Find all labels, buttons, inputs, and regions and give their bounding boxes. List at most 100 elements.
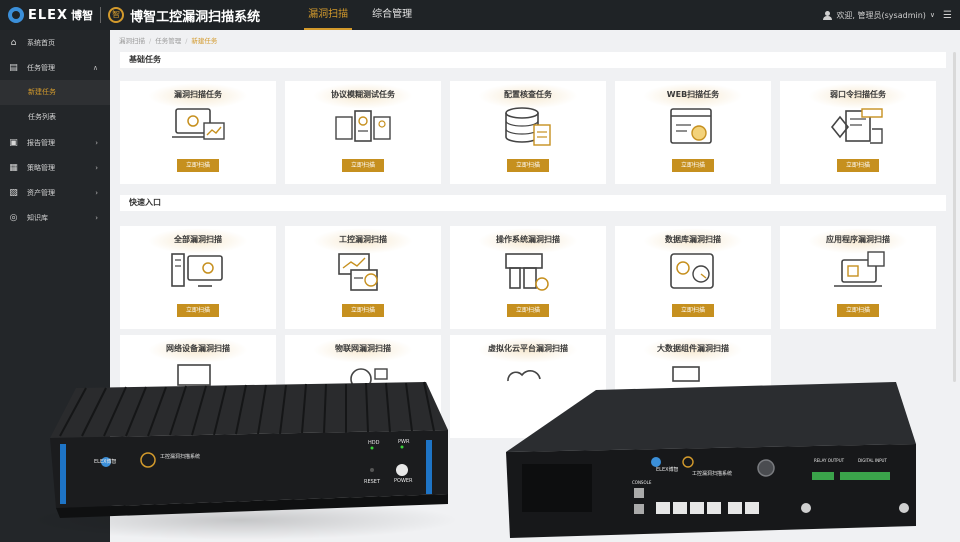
device-right-digital: DIGITAL INPUT bbox=[858, 458, 887, 463]
card-weak-password-task: 弱口令扫描任务 立即扫描 bbox=[780, 81, 936, 184]
bigdata-vuln-icon bbox=[672, 366, 700, 382]
card-title: 数据库漏洞扫描 bbox=[665, 235, 721, 244]
scanner-appliance-right bbox=[506, 382, 916, 538]
logo-text: ELEX bbox=[28, 7, 69, 23]
breadcrumb-separator: / bbox=[149, 37, 152, 45]
home-icon: ⌂ bbox=[10, 37, 17, 48]
sidebar-item-home[interactable]: ⌂ 系统首页 bbox=[0, 30, 110, 55]
policy-icon: ▦ bbox=[9, 162, 18, 173]
card-app-vuln-scan: 应用程序漏洞扫描 立即扫描 bbox=[780, 226, 936, 329]
nav-vuln-scan[interactable]: 漏洞扫描 bbox=[304, 0, 353, 30]
card-glow bbox=[478, 337, 578, 363]
network-device-icon bbox=[177, 364, 211, 386]
card-glow bbox=[148, 228, 248, 254]
scan-now-button[interactable]: 立即扫描 bbox=[177, 159, 219, 172]
scan-now-button[interactable]: 立即扫描 bbox=[342, 159, 384, 172]
card-glow bbox=[313, 337, 413, 363]
section-quick-entry: 快速入口 bbox=[120, 195, 946, 211]
logo-divider bbox=[100, 7, 102, 23]
card-title: 全部漏洞扫描 bbox=[174, 235, 222, 244]
ics-vuln-icon bbox=[338, 253, 378, 291]
card-glow bbox=[478, 228, 578, 254]
card-title: 漏洞扫描任务 bbox=[174, 90, 222, 99]
config-check-icon bbox=[505, 107, 551, 146]
breadcrumb-item[interactable]: 漏洞扫描 bbox=[119, 37, 145, 45]
card-glow bbox=[643, 83, 743, 109]
chevron-down-icon[interactable]: ∨ bbox=[929, 11, 936, 19]
scan-now-button[interactable]: 立即扫描 bbox=[672, 304, 714, 317]
scan-now-button[interactable]: 立即扫描 bbox=[177, 304, 219, 317]
user-menu[interactable]: 欢迎, 管理员(sysadmin) ∨ ☰ bbox=[823, 0, 952, 30]
device-left-reset: RESET bbox=[364, 479, 381, 485]
db-vuln-icon bbox=[670, 253, 714, 289]
device-right-brand: ELEX博智 bbox=[656, 467, 679, 473]
logo: ELEX 博智 bbox=[8, 7, 93, 23]
card-vuln-scan-task: 漏洞扫描任务 立即扫描 bbox=[120, 81, 276, 184]
task-icon: ▤ bbox=[9, 62, 18, 73]
device-left-led-pwr: PWR bbox=[398, 439, 410, 445]
card-db-vuln-scan: 数据库漏洞扫描 立即扫描 bbox=[615, 226, 771, 329]
device-right-console: CONSOLE bbox=[632, 480, 652, 485]
industrial-pc-left bbox=[50, 381, 448, 518]
knowledge-icon: ◎ bbox=[9, 212, 18, 223]
report-icon: ▣ bbox=[9, 137, 18, 148]
breadcrumb-item[interactable]: 任务管理 bbox=[155, 37, 182, 45]
chevron-up-icon: ∧ bbox=[92, 63, 98, 72]
device-right-relay: RELAY OUTPUT bbox=[814, 458, 845, 463]
breadcrumb: 漏洞扫描/任务管理/新建任务 bbox=[119, 35, 217, 45]
card-glow bbox=[313, 228, 413, 254]
breadcrumb-current: 新建任务 bbox=[191, 37, 218, 45]
scan-now-button[interactable]: 立即扫描 bbox=[837, 159, 879, 172]
sidebar-subitem-task-list[interactable]: 任务列表 bbox=[28, 113, 56, 121]
card-glow bbox=[478, 83, 578, 109]
chevron-right-icon: › bbox=[95, 188, 98, 197]
card-title: 物联网漏洞扫描 bbox=[335, 344, 391, 353]
card-os-vuln-scan: 操作系统漏洞扫描 立即扫描 bbox=[450, 226, 606, 329]
scan-now-button[interactable]: 立即扫描 bbox=[837, 304, 879, 317]
card-config-check-task: 配置核查任务 立即扫描 bbox=[450, 81, 606, 184]
card-glow bbox=[808, 228, 908, 254]
sidebar-item-label: 任务管理 bbox=[27, 63, 55, 72]
sidebar-item-asset[interactable]: ▧ 资产管理 › bbox=[0, 180, 110, 205]
card-title: 虚拟化云平台漏洞扫描 bbox=[488, 344, 568, 353]
device-left-product: 工控漏洞扫描系统 bbox=[160, 454, 201, 460]
asset-icon: ▧ bbox=[9, 187, 18, 198]
card-title: 应用程序漏洞扫描 bbox=[826, 235, 890, 244]
breadcrumb-separator: / bbox=[185, 37, 188, 45]
main-content: 漏洞扫描/任务管理/新建任务 基础任务 漏洞扫描任务 立即扫描 协议模糊测试任务 bbox=[110, 30, 960, 542]
user-welcome: 欢迎, 管理员(sysadmin) bbox=[836, 10, 926, 20]
card-title: 配置核查任务 bbox=[504, 90, 552, 99]
sidebar-item-policy[interactable]: ▦ 策略管理 › bbox=[0, 155, 110, 180]
vuln-scan-icon bbox=[172, 108, 225, 140]
scan-now-button[interactable]: 立即扫描 bbox=[672, 159, 714, 172]
card-title: WEB扫描任务 bbox=[666, 90, 720, 99]
sidebar-subitem-new-task[interactable]: 新建任务 bbox=[0, 80, 110, 105]
card-glow bbox=[148, 337, 248, 363]
card-title: 网络设备漏洞扫描 bbox=[166, 344, 230, 353]
card-title: 大数据组件漏洞扫描 bbox=[657, 344, 729, 353]
card-glow bbox=[148, 83, 248, 109]
device-left-brand: ELEX博智 bbox=[94, 459, 117, 465]
sidebar-item-task-mgmt[interactable]: ▤ 任务管理 ∧ bbox=[0, 55, 110, 80]
device-left-led-hdd: HDD bbox=[368, 440, 380, 446]
sidebar-item-report[interactable]: ▣ 报告管理 › bbox=[0, 130, 110, 155]
weak-password-icon bbox=[830, 108, 883, 144]
top-bar: ELEX 博智 智 博智工控漏洞扫描系统 漏洞扫描 综合管理 欢迎, 管理员(s… bbox=[0, 0, 960, 30]
menu-icon[interactable]: ☰ bbox=[943, 9, 952, 21]
chevron-right-icon: › bbox=[95, 213, 98, 222]
card-glow bbox=[808, 83, 908, 109]
sidebar-item-knowledge[interactable]: ◎ 知识库 › bbox=[0, 205, 110, 230]
scan-now-button[interactable]: 立即扫描 bbox=[342, 304, 384, 317]
sidebar-item-label: 资产管理 bbox=[27, 188, 55, 197]
nav-admin[interactable]: 综合管理 bbox=[372, 9, 413, 20]
scan-now-button[interactable]: 立即扫描 bbox=[507, 159, 549, 172]
app-title: 博智工控漏洞扫描系统 bbox=[130, 9, 261, 25]
fuzz-test-icon bbox=[335, 110, 391, 142]
sidebar-item-label: 系统首页 bbox=[27, 38, 55, 47]
device-right-product: 工控漏洞扫描系统 bbox=[692, 471, 733, 477]
scan-now-button[interactable]: 立即扫描 bbox=[507, 304, 549, 317]
device-left-power: POWER bbox=[394, 478, 413, 484]
scrollbar[interactable] bbox=[953, 52, 956, 382]
elex-logo-icon bbox=[8, 7, 24, 23]
logo-cn-text: 博智 bbox=[71, 9, 94, 22]
